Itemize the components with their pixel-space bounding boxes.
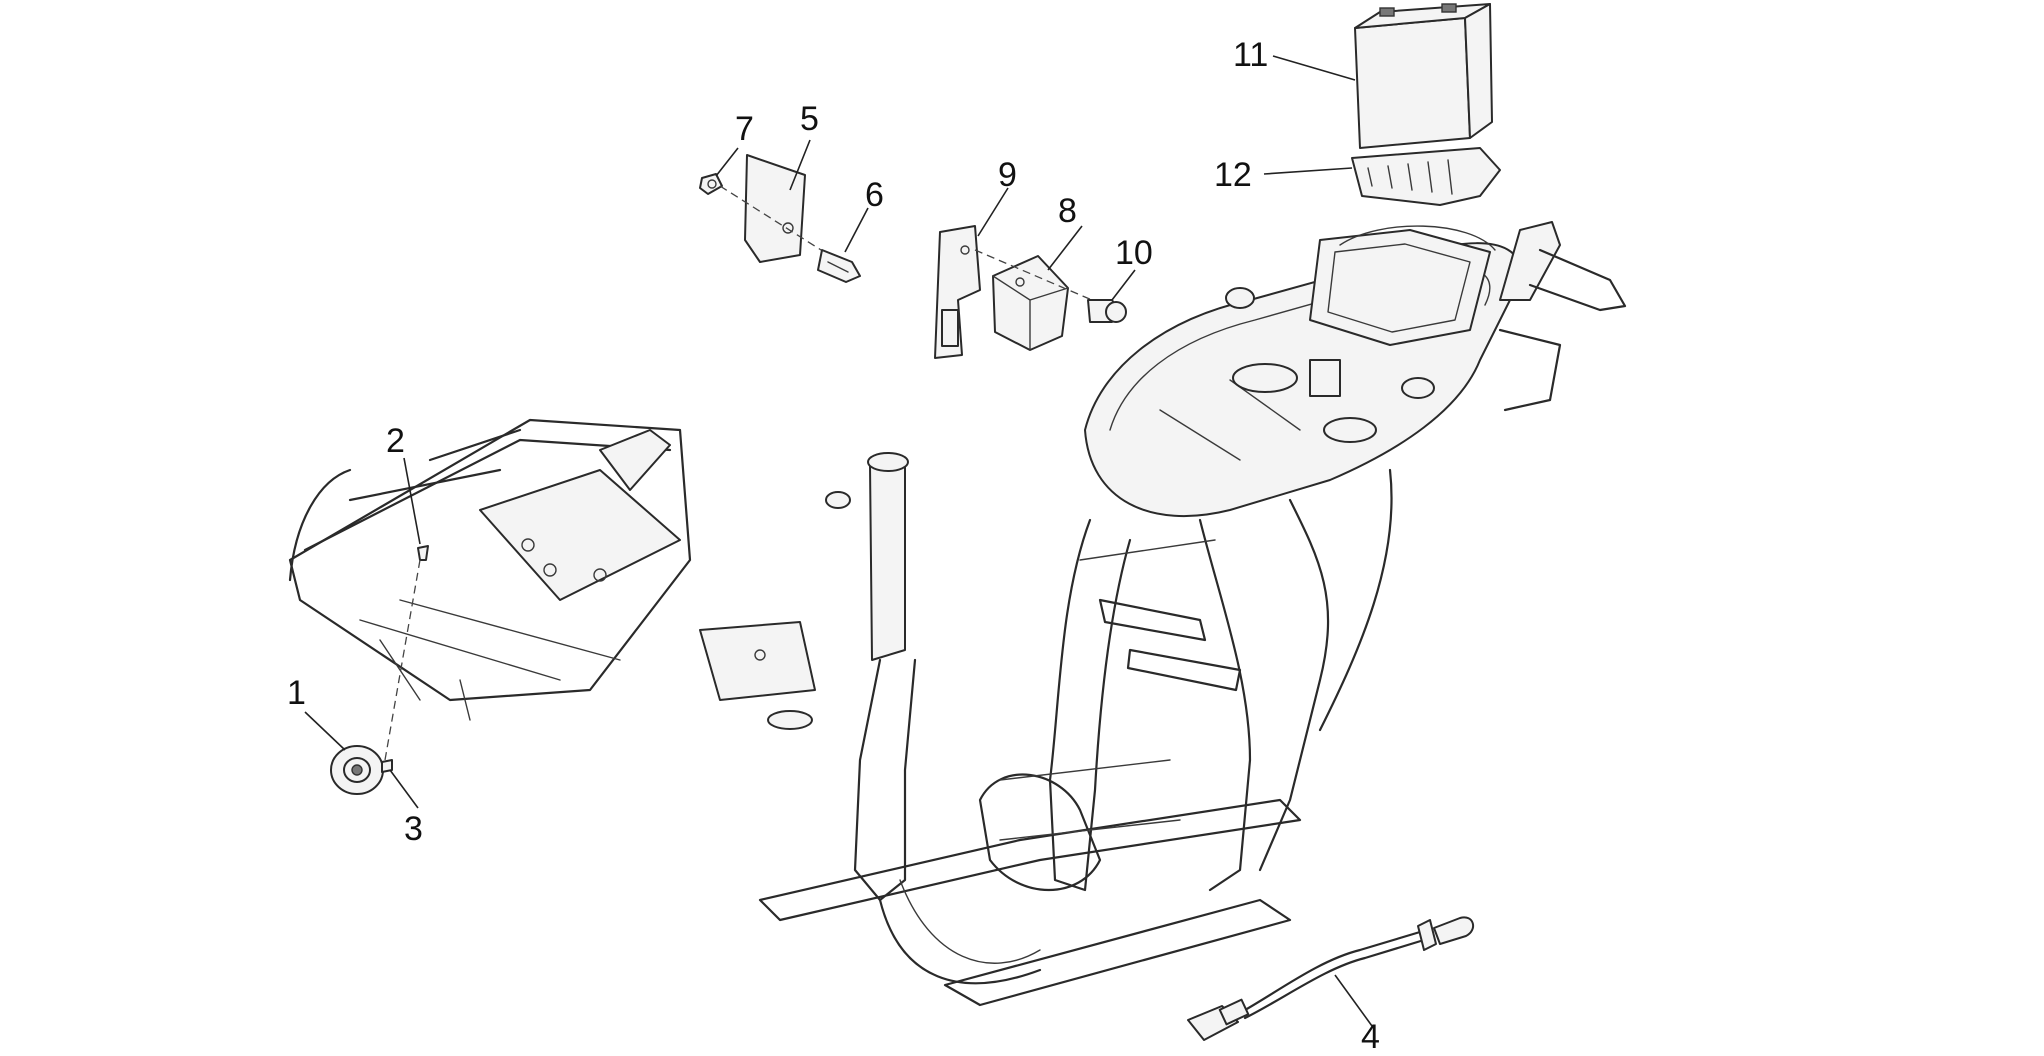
relay-assembly bbox=[934, 225, 1127, 359]
sensor-cable bbox=[1187, 916, 1475, 1041]
callout-12: 12 bbox=[1214, 156, 1252, 194]
callout-8: 8 bbox=[1058, 192, 1077, 230]
battery-assembly bbox=[1351, 3, 1501, 206]
leader-lines bbox=[304, 55, 1373, 1027]
callout-4: 4 bbox=[1361, 1018, 1380, 1056]
callout-6: 6 bbox=[865, 176, 884, 214]
callout-5: 5 bbox=[800, 100, 819, 138]
callout-7: 7 bbox=[735, 110, 754, 148]
callout-3: 3 bbox=[404, 810, 423, 848]
callout-1: 1 bbox=[287, 674, 306, 712]
callout-9: 9 bbox=[998, 156, 1017, 194]
nut-part-3 bbox=[381, 759, 393, 773]
front-carrier-rack bbox=[288, 418, 692, 721]
callout-11: 11 bbox=[1233, 36, 1269, 74]
callout-10: 10 bbox=[1115, 234, 1153, 272]
scooter-frame bbox=[699, 221, 1627, 1007]
horn-part bbox=[330, 745, 384, 795]
callout-2: 2 bbox=[386, 422, 405, 460]
screw-part-2 bbox=[417, 545, 429, 561]
bracket-assembly bbox=[699, 154, 861, 283]
